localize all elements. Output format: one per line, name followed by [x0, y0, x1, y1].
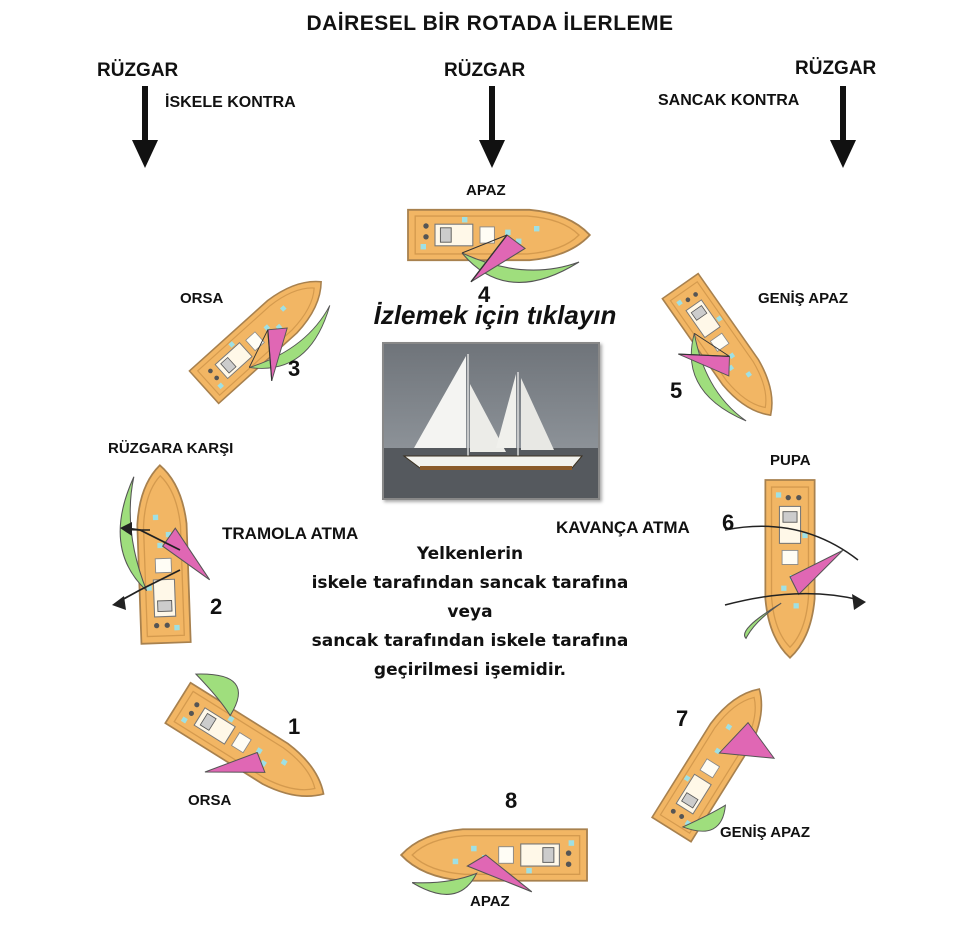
explanation-line: geçirilmesi işemidir.	[373, 660, 567, 680]
explanation-line: iskele tarafından sancak tarafına	[311, 573, 629, 593]
boat-4-apaz	[407, 208, 591, 284]
boat-8-apaz	[400, 828, 588, 895]
tack-arrows	[112, 522, 181, 610]
diagram-title: DAİRESEL BİR ROTADA İLERLEME	[306, 12, 674, 35]
explanation-line: veya	[447, 602, 493, 622]
tack-label: TRAMOLA ATMA	[222, 524, 359, 543]
label-8: APAZ	[470, 893, 510, 910]
explanation-text: Yelkenlerin iskele tarafından sancak tar…	[290, 540, 650, 685]
gybe-label: KAVANÇA ATMA	[556, 518, 690, 537]
wind-arrow-right	[830, 86, 856, 168]
watch-video-link[interactable]: İzlemek için tıklayın	[373, 300, 617, 330]
gybe-arrows	[724, 525, 866, 610]
number-4: 4	[478, 282, 491, 307]
wind-label-center: RÜZGAR	[444, 60, 526, 81]
boat-2-ruzgara-karsi	[119, 463, 211, 645]
label-4: APAZ	[466, 182, 506, 199]
number-7: 7	[676, 706, 689, 731]
number-8: 8	[505, 788, 518, 813]
wind-label-left: RÜZGAR	[97, 60, 179, 81]
label-7: GENİŞ APAZ	[720, 824, 811, 841]
boat-6-pupa	[744, 479, 844, 659]
sailing-video-thumbnail[interactable]	[382, 342, 600, 500]
boat-1-orsa	[164, 673, 337, 815]
label-1: ORSA	[188, 792, 232, 809]
boat-7-genis-apaz	[651, 676, 780, 843]
number-1: 1	[288, 714, 301, 739]
explanation-line: sancak tarafından iskele tarafına	[311, 631, 629, 651]
number-6: 6	[722, 510, 735, 535]
label-3: ORSA	[180, 290, 224, 307]
label-5: GENİŞ APAZ	[758, 290, 849, 307]
starboard-tack-label: SANCAK KONTRA	[658, 92, 800, 109]
wind-arrow-center	[479, 86, 505, 168]
wind-arrow-left	[132, 86, 158, 168]
explanation-line: Yelkenlerin	[416, 544, 524, 564]
number-2: 2	[210, 594, 223, 619]
boat-3-orsa	[188, 264, 343, 405]
wind-label-right: RÜZGAR	[795, 58, 877, 79]
port-tack-label: İSKELE KONTRA	[165, 94, 296, 111]
label-6: PUPA	[770, 452, 811, 469]
sailboat-photo	[384, 344, 598, 498]
number-3: 3	[288, 356, 301, 381]
label-2: RÜZGARA KARŞI	[108, 440, 234, 457]
number-5: 5	[670, 378, 683, 403]
